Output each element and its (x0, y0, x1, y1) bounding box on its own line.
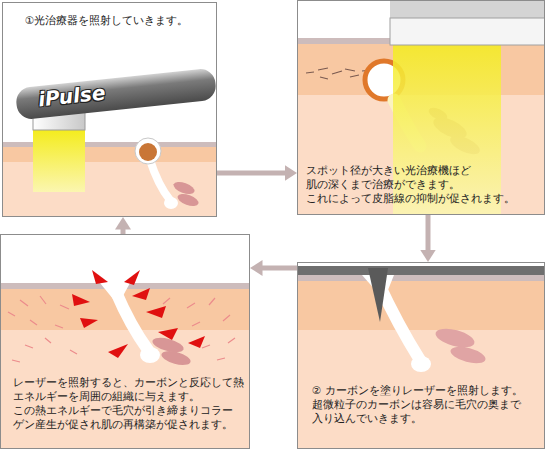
panel-ground (0, 234, 250, 449)
panel-ground (2, 2, 217, 217)
sebaceous-gland (172, 180, 196, 197)
carbon-scene (297, 262, 545, 449)
step-panel: レーザーを照射すると、カーボンと反応して熱 エネルギーを周囲の組織に与えます。 … (0, 234, 250, 449)
step-panel: ①光治療器を照射していきます。 (2, 2, 217, 217)
heat-triangle (132, 288, 150, 300)
light-beam (33, 130, 85, 192)
heat-triangle (80, 318, 98, 328)
heat-triangle (92, 270, 108, 284)
skin-surface (297, 275, 545, 281)
panel-ground (297, 262, 545, 449)
step-panel: ② カーボンを塗りレーザーを照射します。 超微粒子のカーボンは容易に毛穴の奥まで… (297, 262, 545, 449)
hair-strokes (306, 68, 372, 79)
sebaceous-gland (176, 192, 200, 209)
step-text: スポット径が大きい光治療機ほど 肌の深くまで治療ができます。 これによって皮脂線… (306, 163, 538, 205)
carbon-in-pore (368, 268, 388, 322)
step-text: ①光治療器を照射していきます。 (25, 13, 215, 27)
heat-triangles (72, 270, 205, 358)
device-nozzle (390, 18, 545, 45)
heat-triangle (146, 306, 166, 318)
dermis (297, 330, 545, 449)
pore-ring (135, 138, 161, 164)
heat-triangle (124, 270, 140, 285)
follicle-bulb (140, 347, 160, 363)
panel-ground (297, 0, 545, 215)
flow-arrow (262, 266, 297, 271)
step-panel: スポット径が大きい光治療機ほど 肌の深くまで治療ができます。 これによって皮脂線… (297, 0, 545, 215)
sebaceous-gland (449, 344, 487, 367)
pore-sebum (139, 143, 157, 161)
heat-triangle (108, 344, 128, 358)
deep-light-scene (297, 0, 545, 215)
dermis (0, 330, 250, 449)
sebaceous-gland (434, 325, 477, 351)
flow-arrow (426, 215, 431, 250)
device-scene (2, 2, 217, 217)
follicle-bulb (164, 197, 178, 209)
heat-triangle (188, 336, 205, 348)
carbon-layer (297, 266, 545, 275)
follicle-bulb (411, 356, 431, 372)
light-device (15, 68, 217, 121)
heat-triangle (158, 328, 178, 340)
flow-arrow (217, 171, 285, 176)
step-text: ② カーボンを塗りレーザーを照射します。 超微粒子のカーボンは容易に毛穴の奥まで… (312, 383, 537, 425)
epidermis (297, 281, 545, 330)
hair-follicle (150, 160, 170, 200)
heat-scene (0, 234, 250, 449)
heat-triangle (72, 294, 90, 306)
sebaceous-gland (160, 348, 192, 367)
hair-follicle (116, 292, 148, 350)
device-head (390, 0, 545, 18)
step-text: レーザーを照射すると、カーボンと反応して熱 エネルギーを周囲の組織に与えます。 … (13, 375, 245, 431)
device-label: iPulse (37, 81, 107, 112)
